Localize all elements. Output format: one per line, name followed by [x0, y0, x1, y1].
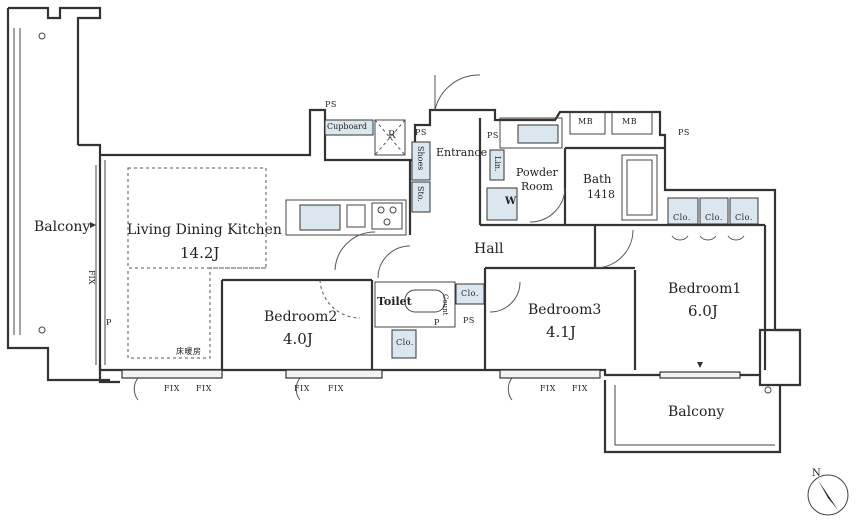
ps-toilet-label: PS — [463, 316, 475, 325]
bedroom1-size: 6.0J — [688, 302, 718, 320]
washer-label: W — [505, 196, 517, 207]
bedroom1 — [633, 197, 767, 370]
refrigerator-label: R — [388, 130, 396, 141]
counter-label: Count — [441, 294, 449, 316]
fix-5: FIX — [540, 384, 556, 393]
closet-bedroom2-label: Clo. — [396, 338, 414, 347]
west-balcony-label: Balcony — [34, 219, 91, 235]
ps-powder-label: PS — [487, 131, 499, 140]
closet-1-label: Clo. — [673, 213, 691, 222]
floor-heating-area — [127, 167, 267, 269]
ldk-label: Living Dining Kitchen — [127, 222, 282, 238]
p-label: P — [106, 318, 112, 327]
bath-size: 1418 — [587, 188, 615, 201]
ps-entrance-label: PS — [415, 128, 427, 137]
fix-4: FIX — [328, 384, 344, 393]
powder-room — [478, 117, 665, 227]
outer-walls — [78, 108, 802, 387]
storage-label: Sto. — [416, 186, 425, 202]
mb-label-1: MB — [578, 117, 594, 126]
compass — [807, 474, 849, 516]
entrance-label: Entrance — [436, 146, 488, 159]
bath-label: Bath — [583, 172, 612, 186]
hall-label: Hall — [474, 241, 504, 257]
bedroom2-label: Bedroom2 — [264, 309, 338, 325]
toilet-label: Toilet — [377, 295, 412, 308]
bedroom2-size: 4.0J — [283, 330, 313, 348]
closet-2-label: Clo. — [705, 213, 723, 222]
bath — [563, 146, 665, 225]
shoes-closet — [411, 141, 431, 181]
cupboard-label: Cupboard — [327, 122, 368, 131]
bedroom3-label: Bedroom3 — [528, 302, 602, 318]
linen-label: Lin. — [493, 156, 502, 172]
room-label: Room — [521, 180, 553, 193]
fix-1: FIX — [164, 384, 180, 393]
fix-3: FIX — [294, 384, 310, 393]
west-balcony — [6, 6, 110, 382]
powder-label: Powder — [516, 166, 558, 179]
fix-west: FIX — [87, 270, 96, 285]
bedroom3-size: 4.1J — [546, 323, 576, 341]
south-balcony — [603, 328, 800, 454]
bedroom2 — [220, 278, 374, 370]
entrance-door — [434, 74, 481, 111]
shoes-label: Shoes — [416, 146, 425, 171]
closet-3-label: Clo. — [735, 213, 753, 222]
ps-bath-label: PS — [678, 128, 690, 137]
kitchen-counter — [285, 199, 407, 236]
bedroom1-label: Bedroom1 — [668, 281, 742, 297]
floor-heating-label: 床暖房 — [176, 347, 202, 356]
cupboard-box — [324, 119, 374, 136]
fix-2: FIX — [196, 384, 212, 393]
mb-label-2: MB — [622, 117, 638, 126]
compass-label: N — [812, 468, 821, 479]
storage-closet — [411, 181, 431, 213]
ldk-size: 14.2J — [180, 244, 220, 262]
bedroom2-door — [334, 231, 376, 271]
ps-top-label: PS — [325, 100, 337, 109]
south-balcony-label: Balcony — [668, 404, 725, 420]
p-toilet-label: P — [434, 318, 440, 327]
fix-6: FIX — [572, 384, 588, 393]
closet-hall-label: Clo. — [461, 289, 479, 298]
toilet — [374, 281, 485, 359]
